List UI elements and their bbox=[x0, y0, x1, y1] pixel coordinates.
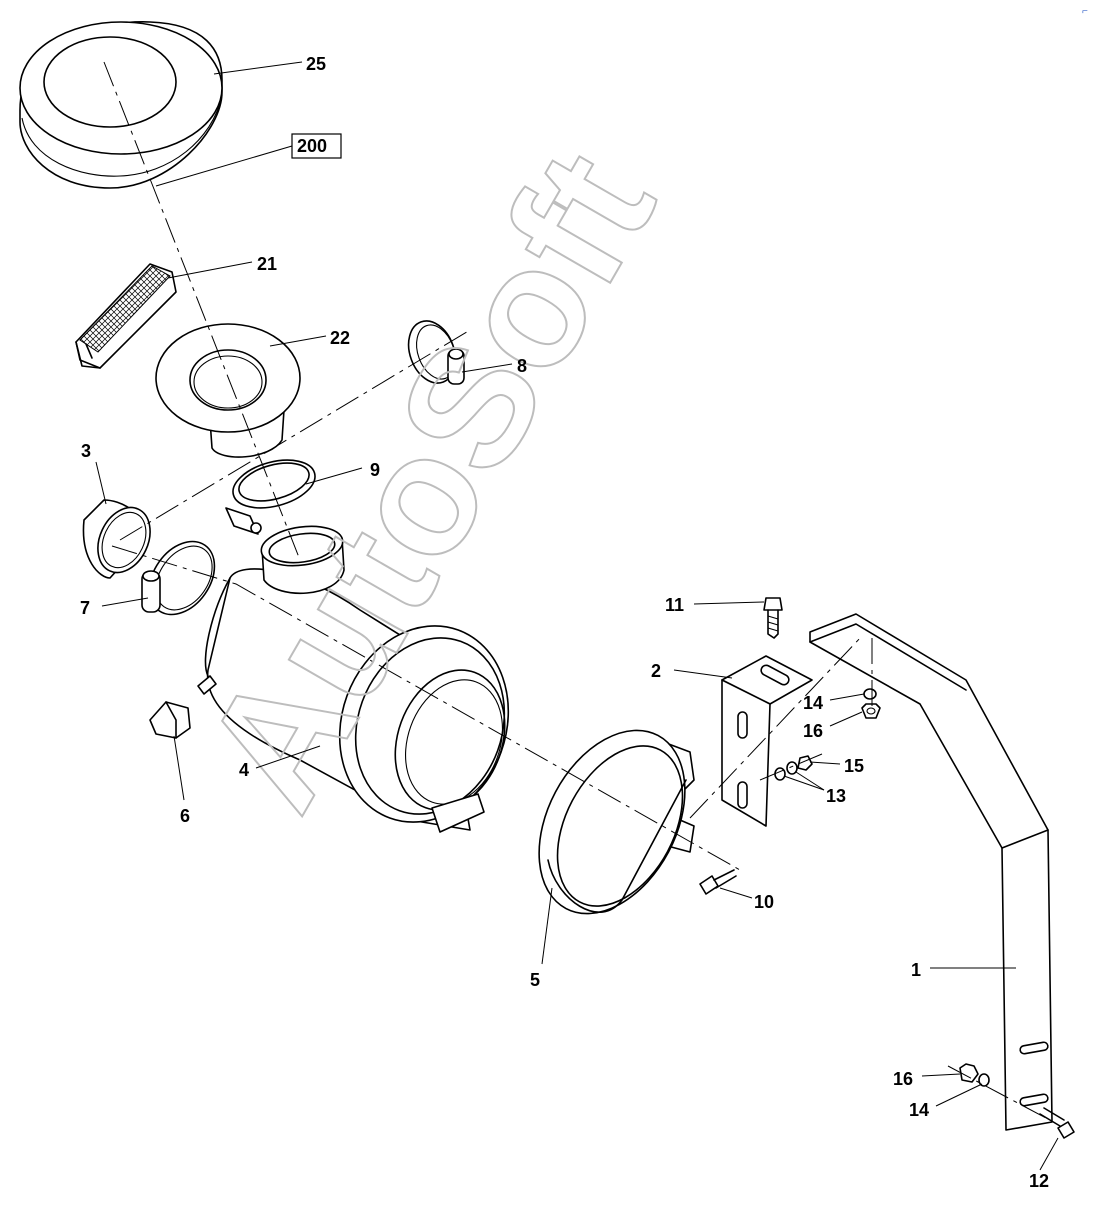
callout-22: 22 bbox=[330, 328, 350, 348]
callout-2: 2 bbox=[651, 661, 661, 681]
part-13-washers bbox=[774, 761, 798, 781]
leader-lines bbox=[95, 61, 1059, 1171]
callout-21: 21 bbox=[257, 254, 277, 274]
callout-25: 25 bbox=[306, 54, 326, 74]
callout-8: 8 bbox=[517, 356, 527, 376]
part-16-nut-upper bbox=[861, 703, 881, 719]
part-9-hose-clamp bbox=[225, 459, 316, 535]
part-8-hose-clamp bbox=[407, 320, 465, 385]
part-14-washer-upper bbox=[863, 688, 877, 700]
callout-9: 9 bbox=[370, 460, 380, 480]
corner-mark: ⌐ bbox=[1082, 6, 1088, 17]
callout-6: 6 bbox=[180, 806, 190, 826]
part-16-nut-lower bbox=[959, 1063, 979, 1083]
callout-7: 7 bbox=[80, 598, 90, 618]
part-4-air-cleaner-housing bbox=[197, 525, 510, 833]
part-1-support-arm bbox=[809, 613, 1053, 1131]
callout-11: 11 bbox=[665, 595, 684, 615]
callout-5: 5 bbox=[530, 970, 540, 990]
callout-10: 10 bbox=[754, 892, 774, 912]
part-22-housing-cover bbox=[155, 323, 301, 458]
callout-4: 4 bbox=[239, 760, 249, 780]
part-11-bolt bbox=[763, 597, 783, 639]
callout-3: 3 bbox=[81, 441, 91, 461]
part-12-bolt bbox=[1039, 1107, 1075, 1139]
part-2-bracket bbox=[721, 655, 813, 827]
part-14-washer-lower bbox=[978, 1073, 990, 1087]
part-21-filter-element bbox=[75, 263, 177, 369]
callout-200-box bbox=[291, 133, 342, 159]
part-7-hose-clamp bbox=[141, 540, 216, 616]
callout-15: 15 bbox=[844, 756, 864, 776]
part-3-rubber-cap bbox=[82, 499, 151, 579]
callout-200: 200 bbox=[297, 136, 327, 156]
callout-14-lower: 14 bbox=[909, 1100, 929, 1120]
callout-13: 13 bbox=[826, 786, 846, 806]
callout-1: 1 bbox=[911, 960, 921, 980]
callouts: 25 200 21 22 8 3 9 7 11 2 14 16 15 13 4 … bbox=[80, 54, 1049, 1191]
callout-16-upper: 16 bbox=[803, 721, 823, 741]
callout-16-lower: 16 bbox=[893, 1069, 913, 1089]
part-10-bolt bbox=[699, 869, 737, 895]
callout-14-upper: 14 bbox=[803, 693, 823, 713]
callout-12: 12 bbox=[1029, 1171, 1049, 1191]
part-6-vacuator-valve bbox=[149, 701, 191, 739]
center-lines bbox=[103, 61, 1047, 1119]
part-5-mounting-band bbox=[538, 729, 695, 915]
